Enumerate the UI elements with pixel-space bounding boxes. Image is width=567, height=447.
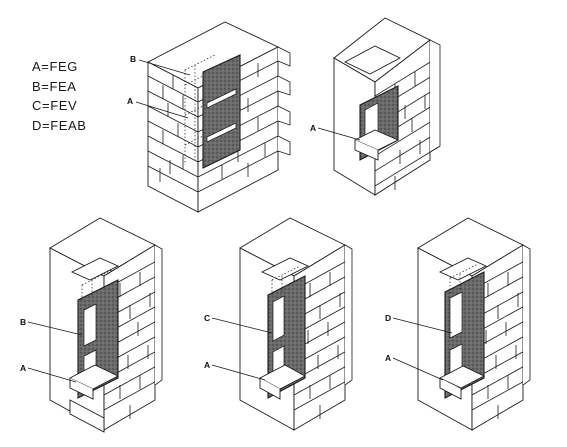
figure-1-slot-upper [206, 88, 237, 109]
legend-item-b: B=FEA [32, 78, 77, 94]
callout-b-leader [138, 59, 191, 76]
callout-a-leader [27, 367, 77, 383]
figure-3-callouts: B A [20, 317, 83, 383]
figure-5-socket-upper [449, 291, 463, 339]
callout-d-label: D [385, 313, 391, 323]
figure-1-slot-lower [206, 122, 237, 143]
callout-d-leader [392, 317, 453, 334]
figure-4-socket-upper [272, 295, 285, 342]
callout-b-label: B [20, 317, 26, 327]
figure-1-wall [147, 21, 291, 213]
callout-a-leader [392, 357, 444, 381]
figure-1-callouts: B A [127, 54, 191, 119]
legend-item-a: A=FEG [32, 59, 79, 74]
callout-b-label: B [130, 54, 136, 64]
callout-a-label: A [20, 363, 26, 373]
figure-2-callouts: A [310, 123, 361, 141]
callout-a-label: A [127, 96, 133, 106]
callout-a-leader [135, 101, 189, 119]
callout-b-leader [27, 321, 83, 336]
figure-1-brick-toothing [277, 46, 291, 156]
callout-a-leader [211, 364, 266, 381]
figure-5-callouts: D A [385, 313, 453, 381]
callout-a-label: A [310, 123, 316, 133]
figure-3-wall [49, 217, 163, 433]
callout-c-label: C [204, 313, 210, 323]
callout-c-leader [211, 317, 273, 334]
callout-a-label: A [385, 353, 391, 363]
figure-5-wall [417, 217, 531, 431]
figure-4-wall [239, 217, 353, 431]
legend-item-d: D=FEAB [32, 117, 87, 133]
figure-4-callouts: C A [204, 313, 273, 381]
legend-item-c: C=FEV [32, 98, 78, 113]
figure-2-wall [333, 17, 441, 196]
figure-1-element-panel [202, 54, 241, 169]
callout-a-leader [317, 127, 361, 141]
callout-a-label: A [204, 360, 210, 370]
legend: A=FEG B=FEA C=FEV D=FEAB [32, 57, 87, 135]
figure-3-socket-upper [83, 303, 97, 347]
